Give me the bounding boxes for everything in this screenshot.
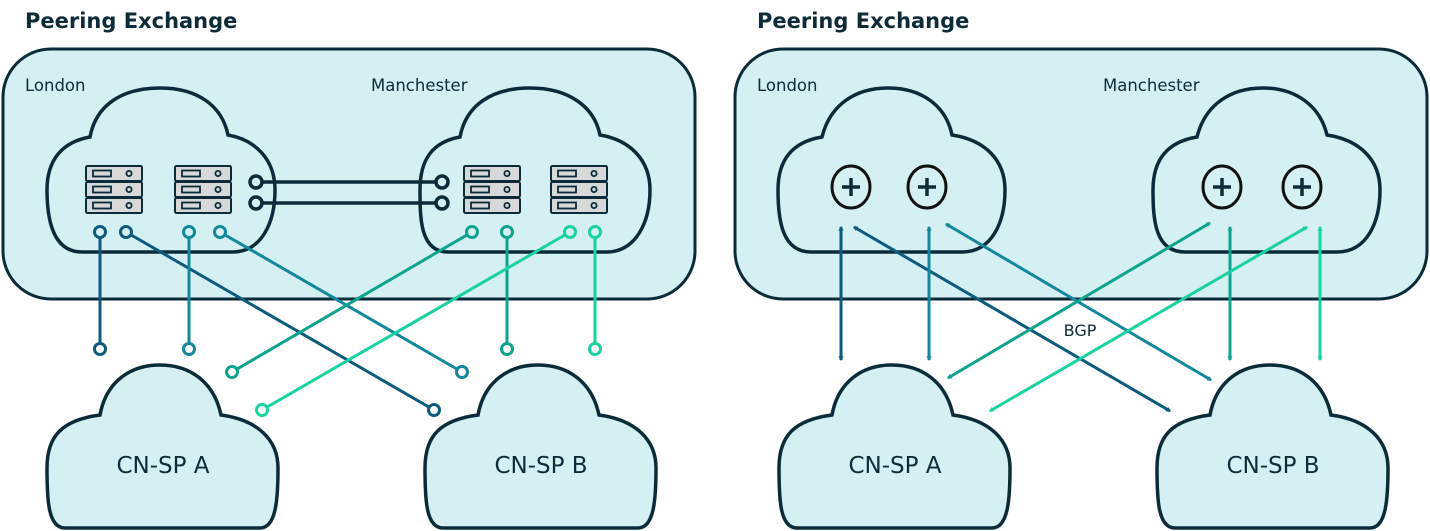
left-panel: Peering Exchange London Manchester CN-SP… bbox=[1, 9, 697, 530]
status-led-icon bbox=[590, 201, 598, 209]
port-icon bbox=[93, 225, 107, 239]
drive-bay-icon bbox=[92, 185, 112, 194]
cross-connect-link bbox=[93, 225, 107, 356]
server-rack-icon bbox=[85, 165, 143, 214]
drive-bay-icon bbox=[470, 185, 490, 194]
bgp-session-arrow bbox=[989, 225, 1308, 413]
status-led-icon bbox=[503, 201, 511, 209]
port-icon bbox=[434, 174, 450, 190]
link-line bbox=[235, 233, 469, 371]
server-unit bbox=[174, 181, 232, 198]
customer-label-b: CN-SP B bbox=[494, 453, 587, 479]
link-line bbox=[266, 233, 566, 409]
cross-connect-link bbox=[119, 225, 441, 417]
customer-cloud-b bbox=[423, 363, 658, 530]
customer-cloud-b bbox=[1155, 363, 1390, 530]
port-icon bbox=[248, 195, 264, 211]
status-led-icon bbox=[125, 185, 133, 193]
port-icon bbox=[119, 225, 133, 239]
drive-bay-icon bbox=[557, 201, 577, 210]
right-panel: Peering Exchange London Manchester CN-SP… bbox=[733, 9, 1429, 530]
site-label-london: London bbox=[25, 76, 85, 95]
drive-bay-icon bbox=[557, 169, 577, 178]
cross-connect-link bbox=[500, 225, 514, 356]
drive-bay-icon bbox=[470, 201, 490, 210]
port-icon bbox=[563, 225, 577, 239]
port-icon bbox=[248, 174, 264, 190]
server-unit bbox=[174, 197, 232, 214]
port-icon bbox=[500, 225, 514, 239]
drive-bay-icon bbox=[181, 169, 201, 178]
status-led-icon bbox=[590, 169, 598, 177]
server-unit bbox=[550, 165, 608, 182]
port-icon bbox=[182, 225, 196, 239]
status-led-icon bbox=[214, 169, 222, 177]
port-icon bbox=[455, 365, 469, 379]
router-icon bbox=[1201, 164, 1243, 210]
server-rack-icon bbox=[463, 165, 521, 214]
status-led-icon bbox=[214, 201, 222, 209]
customer-label-b: CN-SP B bbox=[1226, 453, 1319, 479]
server-unit bbox=[463, 165, 521, 182]
port-icon bbox=[588, 342, 602, 356]
server-rack-icon bbox=[174, 165, 232, 214]
server-unit bbox=[174, 165, 232, 182]
status-led-icon bbox=[125, 201, 133, 209]
drive-bay-icon bbox=[557, 185, 577, 194]
customer-cloud-a bbox=[45, 363, 280, 530]
status-led-icon bbox=[125, 169, 133, 177]
left-panel-title: Peering Exchange bbox=[25, 9, 237, 33]
link-line bbox=[130, 233, 430, 409]
drive-bay-icon bbox=[92, 201, 112, 210]
server-unit bbox=[550, 197, 608, 214]
london-cloud bbox=[776, 86, 1007, 254]
status-led-icon bbox=[590, 185, 598, 193]
customer-label-a: CN-SP A bbox=[848, 453, 941, 479]
drive-bay-icon bbox=[92, 169, 112, 178]
customer-label-a: CN-SP A bbox=[116, 453, 209, 479]
server-unit bbox=[85, 181, 143, 198]
router-icon bbox=[1281, 164, 1323, 210]
link-line bbox=[224, 233, 458, 371]
port-icon bbox=[255, 403, 269, 417]
cross-connect-link bbox=[225, 225, 479, 379]
cross-connect-link bbox=[213, 225, 469, 379]
drive-bay-icon bbox=[181, 201, 201, 210]
drive-bay-icon bbox=[470, 169, 490, 178]
port-icon bbox=[427, 403, 441, 417]
cross-connect-link bbox=[182, 225, 196, 356]
drive-bay-icon bbox=[181, 185, 201, 194]
customer-cloud-a bbox=[777, 363, 1012, 530]
status-led-icon bbox=[503, 169, 511, 177]
site-label-manchester: Manchester bbox=[1103, 76, 1200, 95]
server-unit bbox=[463, 181, 521, 198]
manchester-cloud bbox=[1151, 86, 1382, 254]
status-led-icon bbox=[503, 185, 511, 193]
port-icon bbox=[213, 225, 227, 239]
server-unit bbox=[85, 197, 143, 214]
port-icon bbox=[588, 225, 602, 239]
port-icon bbox=[465, 225, 479, 239]
port-icon bbox=[225, 365, 239, 379]
cross-connect-link bbox=[588, 225, 602, 356]
inter-site-links bbox=[248, 174, 450, 211]
port-icon bbox=[500, 342, 514, 356]
status-led-icon bbox=[214, 185, 222, 193]
site-label-london: London bbox=[757, 76, 817, 95]
port-icon bbox=[182, 342, 196, 356]
server-unit bbox=[85, 165, 143, 182]
server-rack-icon bbox=[550, 165, 608, 214]
right-panel-title: Peering Exchange bbox=[757, 9, 969, 33]
server-unit bbox=[550, 181, 608, 198]
router-icon bbox=[830, 164, 872, 210]
port-icon bbox=[93, 342, 107, 356]
bgp-label: BGP bbox=[1064, 321, 1097, 340]
port-icon bbox=[434, 195, 450, 211]
router-icon bbox=[906, 164, 948, 210]
server-unit bbox=[463, 197, 521, 214]
site-label-manchester: Manchester bbox=[371, 76, 468, 95]
cross-connect-link bbox=[255, 225, 577, 417]
